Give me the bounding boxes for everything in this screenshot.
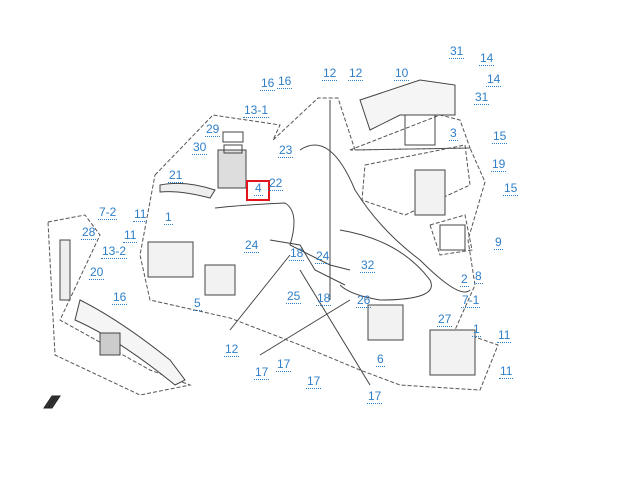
part-label-1[interactable]: 1: [164, 210, 173, 225]
part-label-18[interactable]: 18: [316, 291, 332, 306]
part-label-21[interactable]: 21: [168, 168, 184, 183]
master-cylinder-front: [159, 131, 247, 199]
part-label-11[interactable]: 11: [497, 328, 512, 343]
part-label-14[interactable]: 14: [479, 51, 495, 66]
group-outlines: [47, 97, 499, 396]
part-label-16[interactable]: 16: [112, 290, 128, 305]
part-label-7-1[interactable]: 7-1: [461, 293, 481, 308]
part-label-7-2[interactable]: 7-2: [98, 205, 118, 220]
part-label-17[interactable]: 17: [254, 365, 270, 380]
part-label-15[interactable]: 15: [503, 181, 519, 196]
part-label-28[interactable]: 28: [81, 225, 97, 240]
part-label-24[interactable]: 24: [244, 238, 260, 253]
part-label-4-highlighted[interactable]: 4: [254, 181, 263, 196]
part-label-13-2[interactable]: 13-2: [101, 244, 128, 259]
part-label-18[interactable]: 18: [289, 246, 305, 261]
part-label-23[interactable]: 23: [278, 143, 294, 158]
part-label-15[interactable]: 15: [492, 129, 508, 144]
part-label-11[interactable]: 11: [133, 207, 148, 222]
part-label-2[interactable]: 2: [460, 272, 469, 287]
part-label-13-1[interactable]: 13-1: [243, 103, 270, 118]
part-label-26[interactable]: 26: [356, 293, 372, 308]
part-label-24[interactable]: 24: [315, 249, 331, 264]
part-label-16[interactable]: 16: [277, 74, 293, 89]
part-label-11[interactable]: 11: [123, 228, 138, 243]
part-label-12[interactable]: 12: [224, 342, 240, 357]
part-label-31[interactable]: 31: [449, 44, 465, 59]
part-label-6[interactable]: 6: [376, 352, 385, 367]
part-label-16[interactable]: 16: [260, 76, 276, 91]
logo-mark: [43, 395, 61, 409]
part-label-32[interactable]: 32: [360, 258, 376, 273]
part-label-5[interactable]: 5: [193, 296, 202, 311]
part-label-17[interactable]: 17: [367, 389, 383, 404]
part-label-1[interactable]: 1: [472, 322, 481, 337]
part-label-25[interactable]: 25: [286, 289, 302, 304]
part-label-27[interactable]: 27: [437, 312, 453, 327]
part-label-31[interactable]: 31: [474, 90, 490, 105]
part-label-9[interactable]: 9: [494, 235, 503, 250]
part-label-19[interactable]: 19: [491, 157, 507, 172]
part-label-22[interactable]: 22: [268, 176, 284, 191]
part-label-30[interactable]: 30: [192, 140, 208, 155]
part-label-11[interactable]: 11: [499, 364, 514, 379]
calipers: [147, 169, 476, 376]
rear-master-cylinder: [59, 79, 456, 386]
part-label-10[interactable]: 10: [394, 66, 410, 81]
part-label-12[interactable]: 12: [348, 66, 364, 81]
part-label-12[interactable]: 12: [322, 66, 338, 81]
part-label-3[interactable]: 3: [449, 126, 458, 141]
part-label-29[interactable]: 29: [205, 122, 221, 137]
part-label-8[interactable]: 8: [474, 269, 483, 284]
part-label-17[interactable]: 17: [276, 357, 292, 372]
part-label-14[interactable]: 14: [486, 72, 502, 87]
brake-hoses: [214, 100, 471, 386]
part-label-17[interactable]: 17: [306, 374, 322, 389]
part-label-20[interactable]: 20: [89, 265, 105, 280]
